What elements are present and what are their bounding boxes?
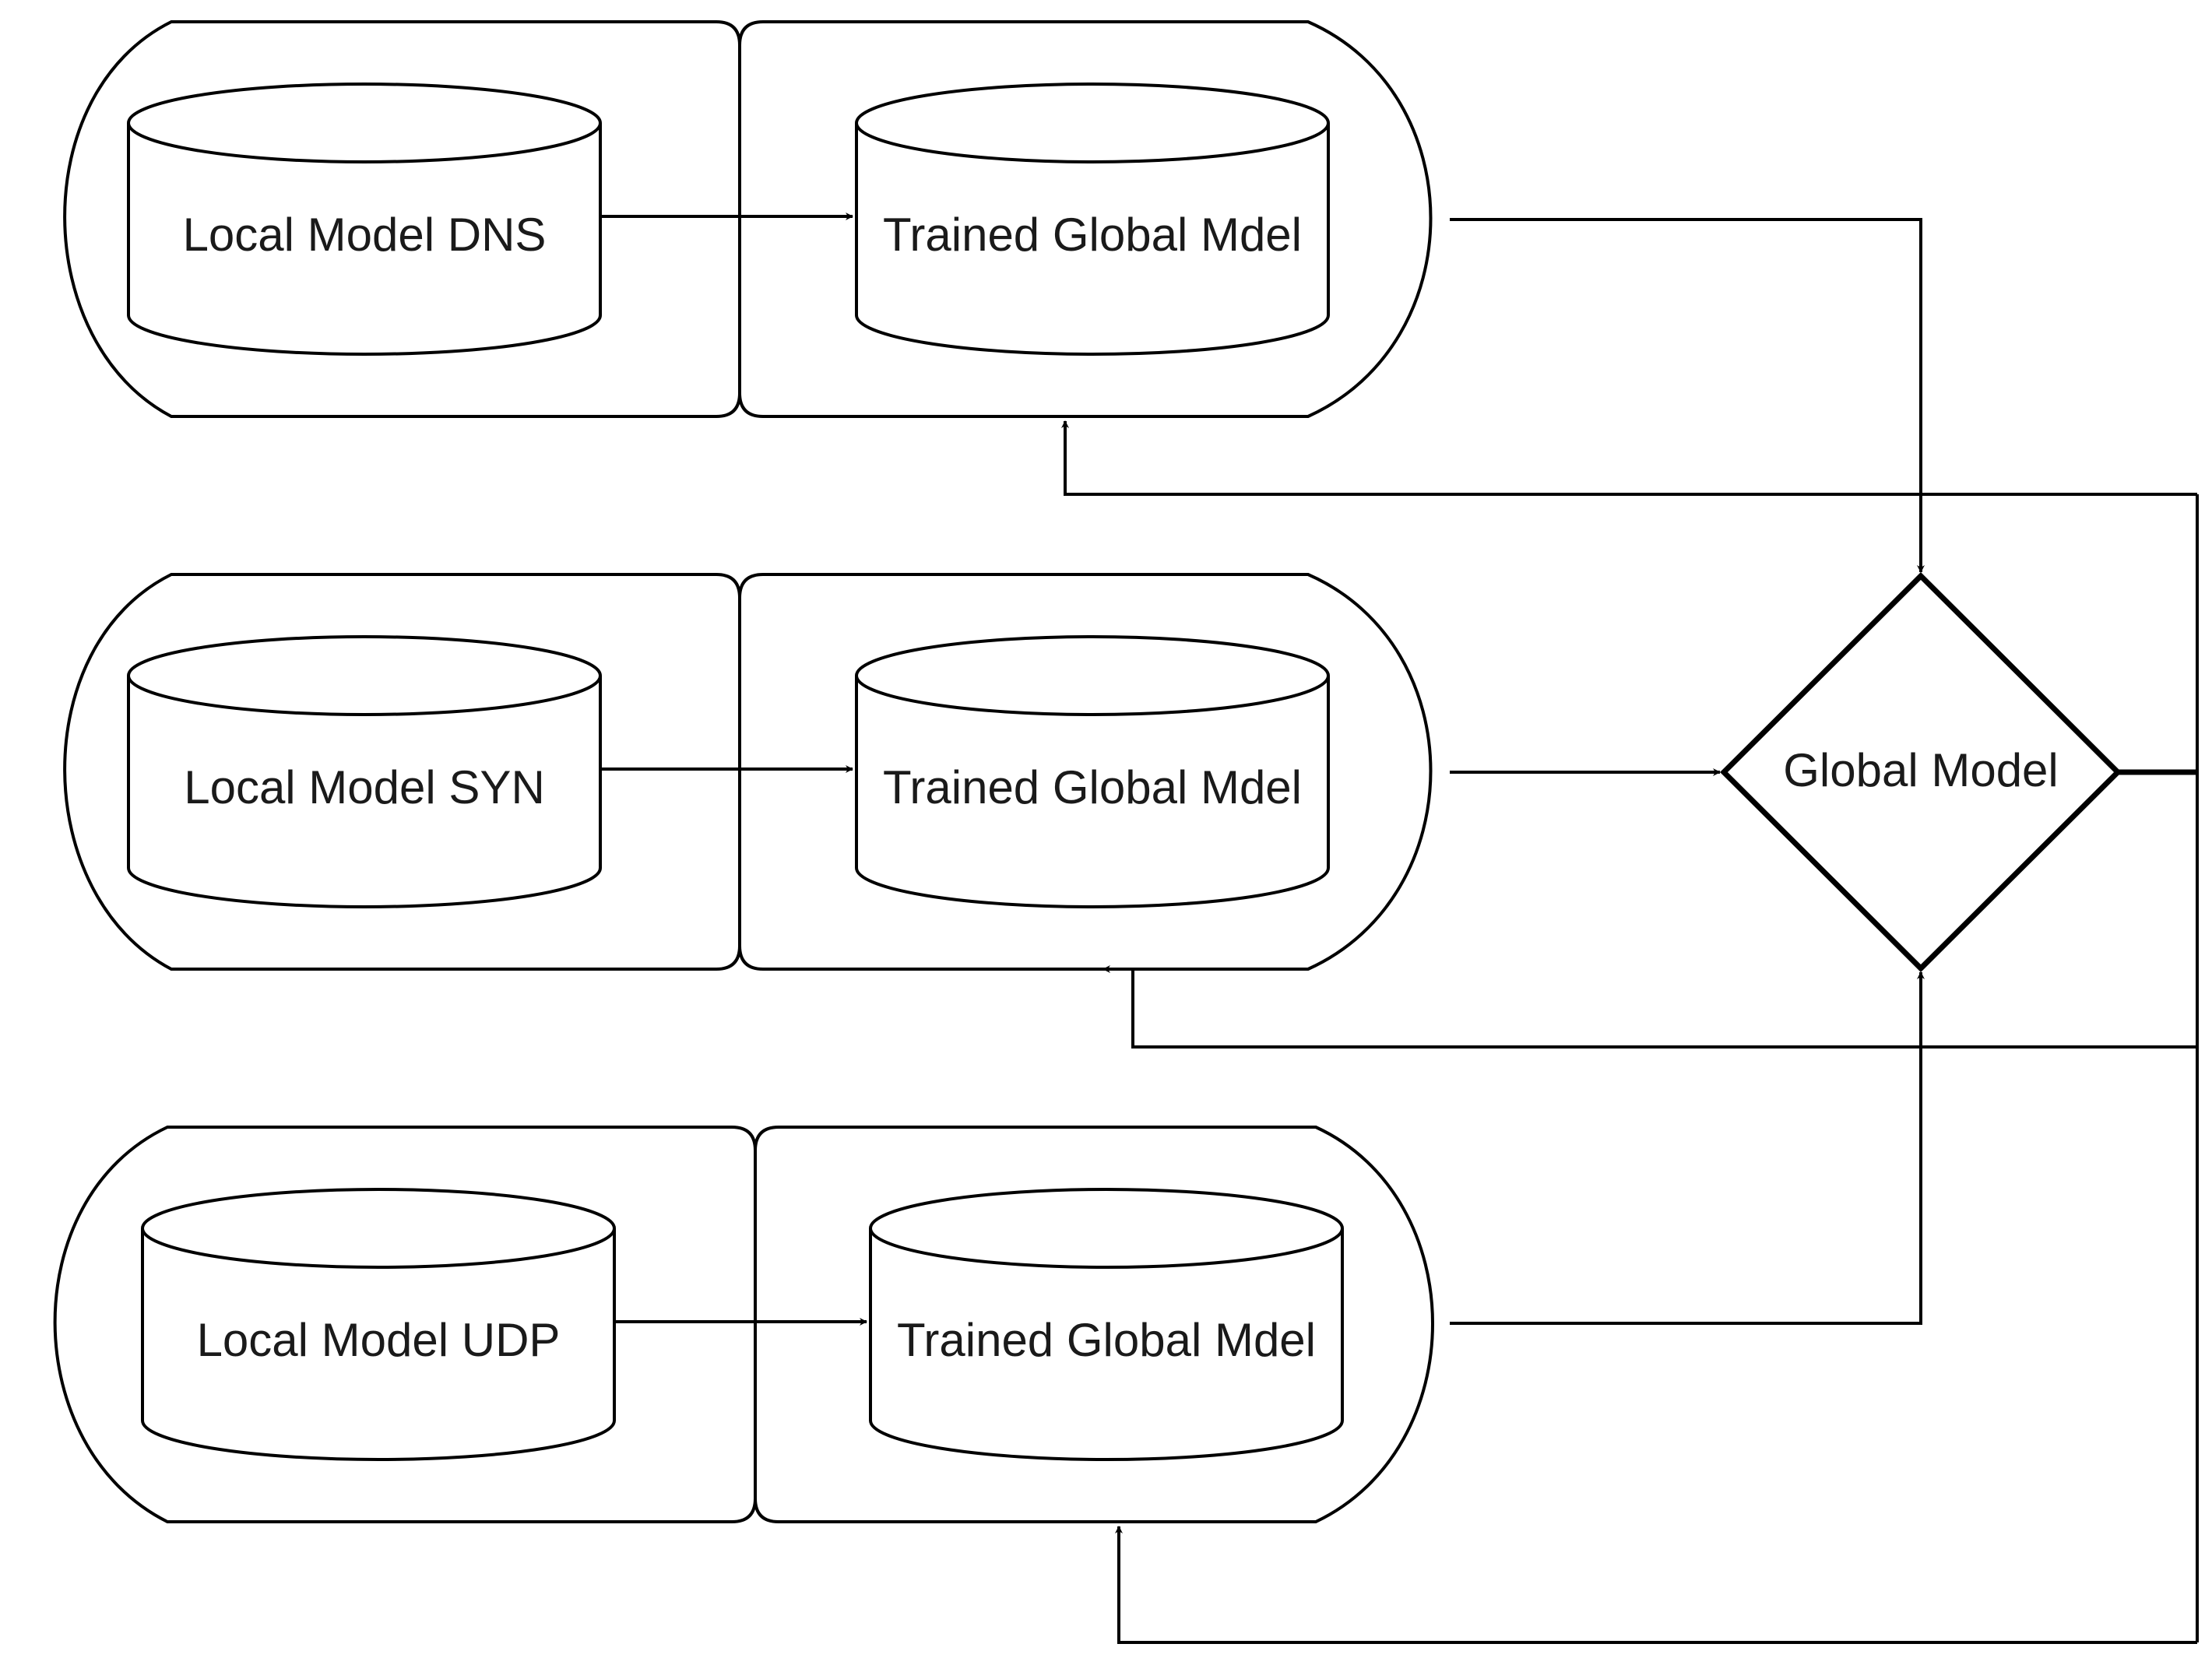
local-model-syn-cylinder[interactable]: Local Model SYN xyxy=(127,635,602,908)
trained-global-model-udp-label: Trained Global Mdel xyxy=(897,1314,1316,1366)
trained-global-model-syn-cylinder[interactable]: Trained Global Mdel xyxy=(855,635,1330,908)
trained-global-model-dns-label: Trained Global Mdel xyxy=(883,209,1302,261)
local-model-dns-label: Local Model DNS xyxy=(183,209,547,261)
local-model-dns-cylinder[interactable]: Local Model DNS xyxy=(127,83,602,356)
client-group-dns: Local Model DNS Trained Global Mdel xyxy=(63,20,1433,418)
edges xyxy=(600,213,2199,1644)
edge-client-udp-to-global xyxy=(1450,971,1925,1325)
edge-client-dns-to-global xyxy=(1450,218,1925,573)
local-model-syn-label: Local Model SYN xyxy=(184,761,545,813)
trained-global-model-syn-label: Trained Global Mdel xyxy=(883,761,1302,813)
trained-global-model-dns-cylinder[interactable]: Trained Global Mdel xyxy=(855,83,1330,356)
edge-global-to-trained-dns xyxy=(1061,420,2197,496)
edge-global-to-trained-syn xyxy=(1102,965,2197,1049)
local-model-udp-cylinder[interactable]: Local Model UDP xyxy=(141,1188,616,1461)
global-model-label: Global Model xyxy=(1783,744,2059,796)
edge-global-to-trained-udp xyxy=(1115,1526,2197,1644)
trained-global-model-udp-cylinder[interactable]: Trained Global Mdel xyxy=(869,1188,1344,1461)
global-model-node[interactable]: Global Model xyxy=(1720,572,2122,972)
client-group-syn: Local Model SYN Trained Global Mdel xyxy=(63,573,1433,971)
local-model-udp-label: Local Model UDP xyxy=(197,1314,561,1366)
client-group-udp: Local Model UDP Trained Global Mdel xyxy=(53,1126,1434,1523)
